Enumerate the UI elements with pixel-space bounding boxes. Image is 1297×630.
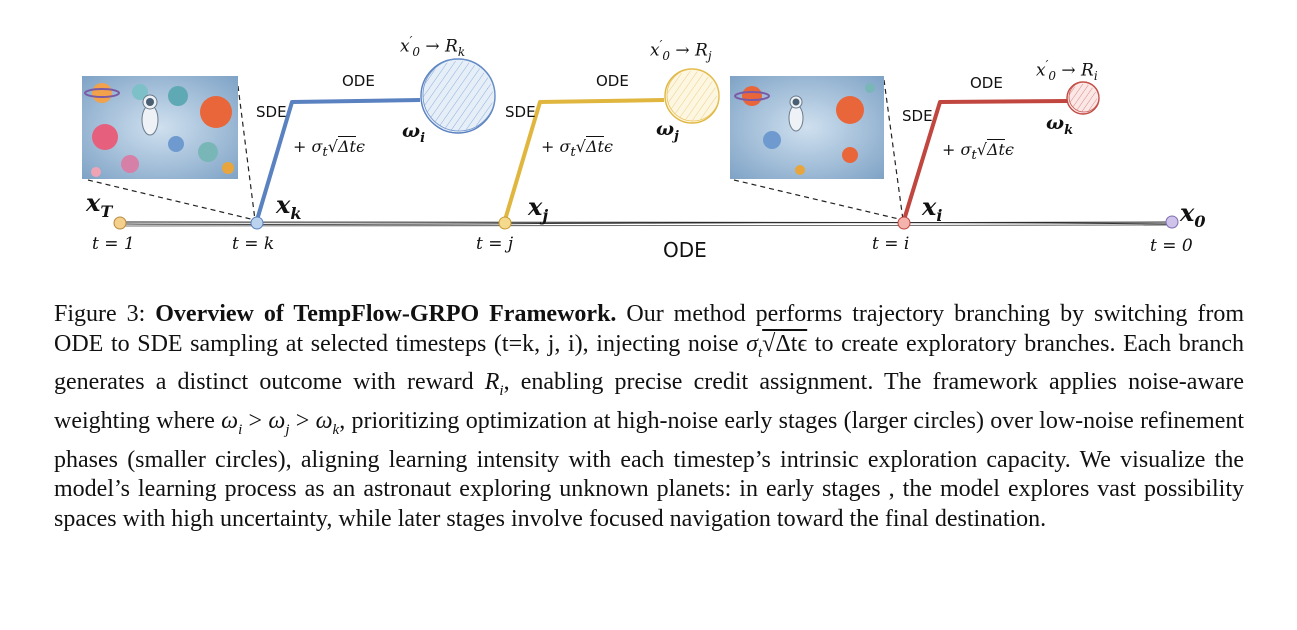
caption-reward-math: Ri — [484, 369, 504, 400]
node-x0 — [1165, 215, 1179, 229]
node-xj — [498, 216, 512, 230]
node-xk — [250, 216, 264, 230]
node-label-x0: x0 — [1180, 198, 1206, 231]
astronaut-thumbnail-1 — [82, 76, 238, 179]
branch-k-noise: + σt√Δtϵ — [293, 137, 365, 161]
branch-k-sde-label: SDE — [256, 103, 287, 121]
branch-k-weight: ωi — [402, 120, 426, 146]
branch-i-reward: x′0 → Ri — [1036, 58, 1098, 84]
time-label-j: t = j — [476, 234, 514, 254]
branch-i-ode-label: ODE — [970, 74, 1003, 92]
figure-caption: Figure 3: Overview of TempFlow-GRPO Fram… — [54, 300, 1244, 535]
branch-i-noise: + σt√Δtϵ — [942, 140, 1014, 164]
branch-k — [255, 58, 496, 221]
caption-part-4: , prioritizing optimization at high-nois… — [54, 407, 1245, 533]
time-label-i: t = i — [872, 234, 910, 254]
branch-j-weight: ωj — [656, 118, 679, 144]
branch-i-sde-label: SDE — [902, 107, 933, 125]
zoom-lines — [87, 79, 904, 221]
node-label-xj: xj — [528, 192, 549, 225]
figure-drawing — [82, 58, 1179, 230]
branch-j-ode-label: ODE — [596, 72, 629, 90]
branch-k-ode-label: ODE — [342, 72, 375, 90]
node-xT — [113, 216, 127, 230]
branch-j-sde-label: SDE — [505, 103, 536, 121]
caption-part-1: Our method performs trajectory branching… — [54, 301, 1245, 357]
caption-title: Overview of TempFlow-GRPO Framework. — [155, 301, 617, 327]
branch-j — [503, 68, 720, 221]
caption-part-2: to create exploratory branches. Each bra… — [54, 330, 1244, 396]
branch-i-weight: ωk — [1046, 112, 1074, 138]
node-xi — [897, 216, 911, 230]
caption-weight-math: ωi > ωj > ωk — [221, 407, 340, 438]
branch-i — [902, 81, 1100, 221]
node-label-xi: xi — [922, 192, 943, 225]
astronaut-thumbnail-2 — [730, 76, 884, 179]
main-ode-label: ODE — [663, 238, 707, 262]
framework-figure: xT xk xj xi x0 t = 1 t = k t = j t = i t… — [0, 0, 1297, 290]
caption-part-3: , enabling precise credit assignment. Th… — [54, 369, 1244, 434]
node-label-xk: xk — [276, 190, 302, 223]
node-label-xT: xT — [86, 188, 113, 221]
branch-k-reward: x′0 → Rk — [400, 34, 466, 60]
branch-j-reward: x′0 → Rj — [650, 38, 712, 64]
time-label-0: t = 0 — [1150, 236, 1193, 256]
time-label-1: t = 1 — [92, 234, 135, 254]
caption-prefix: Figure 3: — [54, 301, 156, 327]
time-label-k: t = k — [232, 234, 275, 254]
branch-j-noise: + σt√Δtϵ — [541, 137, 613, 161]
caption-noise-math: σt√Δtϵ — [746, 330, 808, 361]
